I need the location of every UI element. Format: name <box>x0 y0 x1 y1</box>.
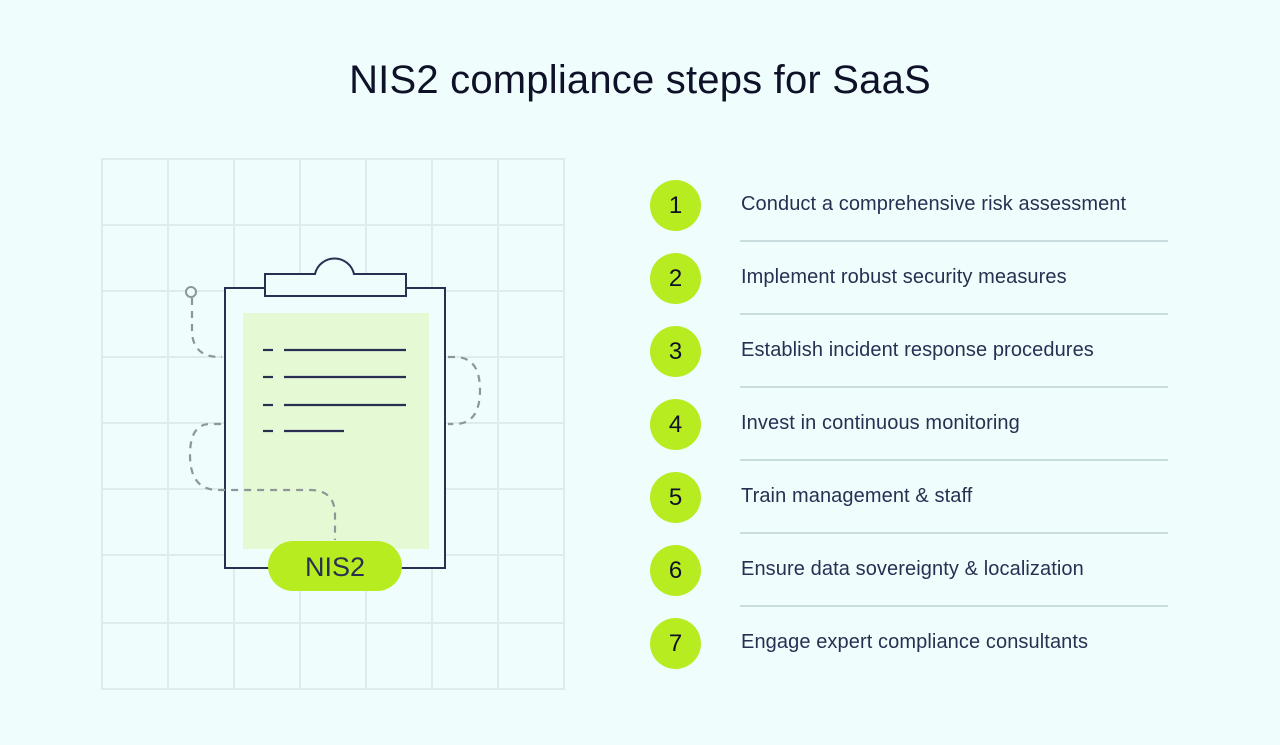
page-title: NIS2 compliance steps for SaaS <box>349 58 931 102</box>
step-divider <box>740 240 1168 242</box>
step-label: Establish incident response procedures <box>741 339 1094 361</box>
step-item: 3 Establish incident response procedures <box>650 326 1170 399</box>
path-start-node-icon <box>185 286 197 298</box>
step-label: Conduct a comprehensive risk assessment <box>741 193 1127 215</box>
step-label: Engage expert compliance consultants <box>741 631 1089 653</box>
step-number-badge: 5 <box>650 472 701 523</box>
step-label: Implement robust security measures <box>741 266 1067 288</box>
steps-list: 1 Conduct a comprehensive risk assessmen… <box>650 180 1170 691</box>
step-item: 1 Conduct a comprehensive risk assessmen… <box>650 180 1170 253</box>
step-divider <box>740 313 1168 315</box>
step-label: Invest in continuous monitoring <box>741 412 1020 434</box>
step-divider <box>740 532 1168 534</box>
step-item: 5 Train management & staff <box>650 472 1170 545</box>
step-number-badge: 3 <box>650 326 701 377</box>
nis2-badge-label: NIS2 <box>305 552 365 582</box>
step-divider <box>740 459 1168 461</box>
step-number-badge: 1 <box>650 180 701 231</box>
step-number-badge: 4 <box>650 399 701 450</box>
step-item: 2 Implement robust security measures <box>650 253 1170 326</box>
step-number-badge: 6 <box>650 545 701 596</box>
step-item: 6 Ensure data sovereignty & localization <box>650 545 1170 618</box>
clipboard-illustration: NIS2 <box>100 157 568 693</box>
step-label: Train management & staff <box>741 485 973 507</box>
step-divider <box>740 386 1168 388</box>
clipboard-clip <box>264 257 407 297</box>
dashed-path <box>188 298 482 540</box>
checklist-lines <box>263 348 406 433</box>
nis2-badge <box>268 541 402 591</box>
step-item: 4 Invest in continuous monitoring <box>650 399 1170 472</box>
step-item: 7 Engage expert compliance consultants <box>650 618 1170 691</box>
step-number-badge: 7 <box>650 618 701 669</box>
step-number-badge: 2 <box>650 253 701 304</box>
step-divider <box>740 605 1168 607</box>
step-label: Ensure data sovereignty & localization <box>741 558 1084 580</box>
